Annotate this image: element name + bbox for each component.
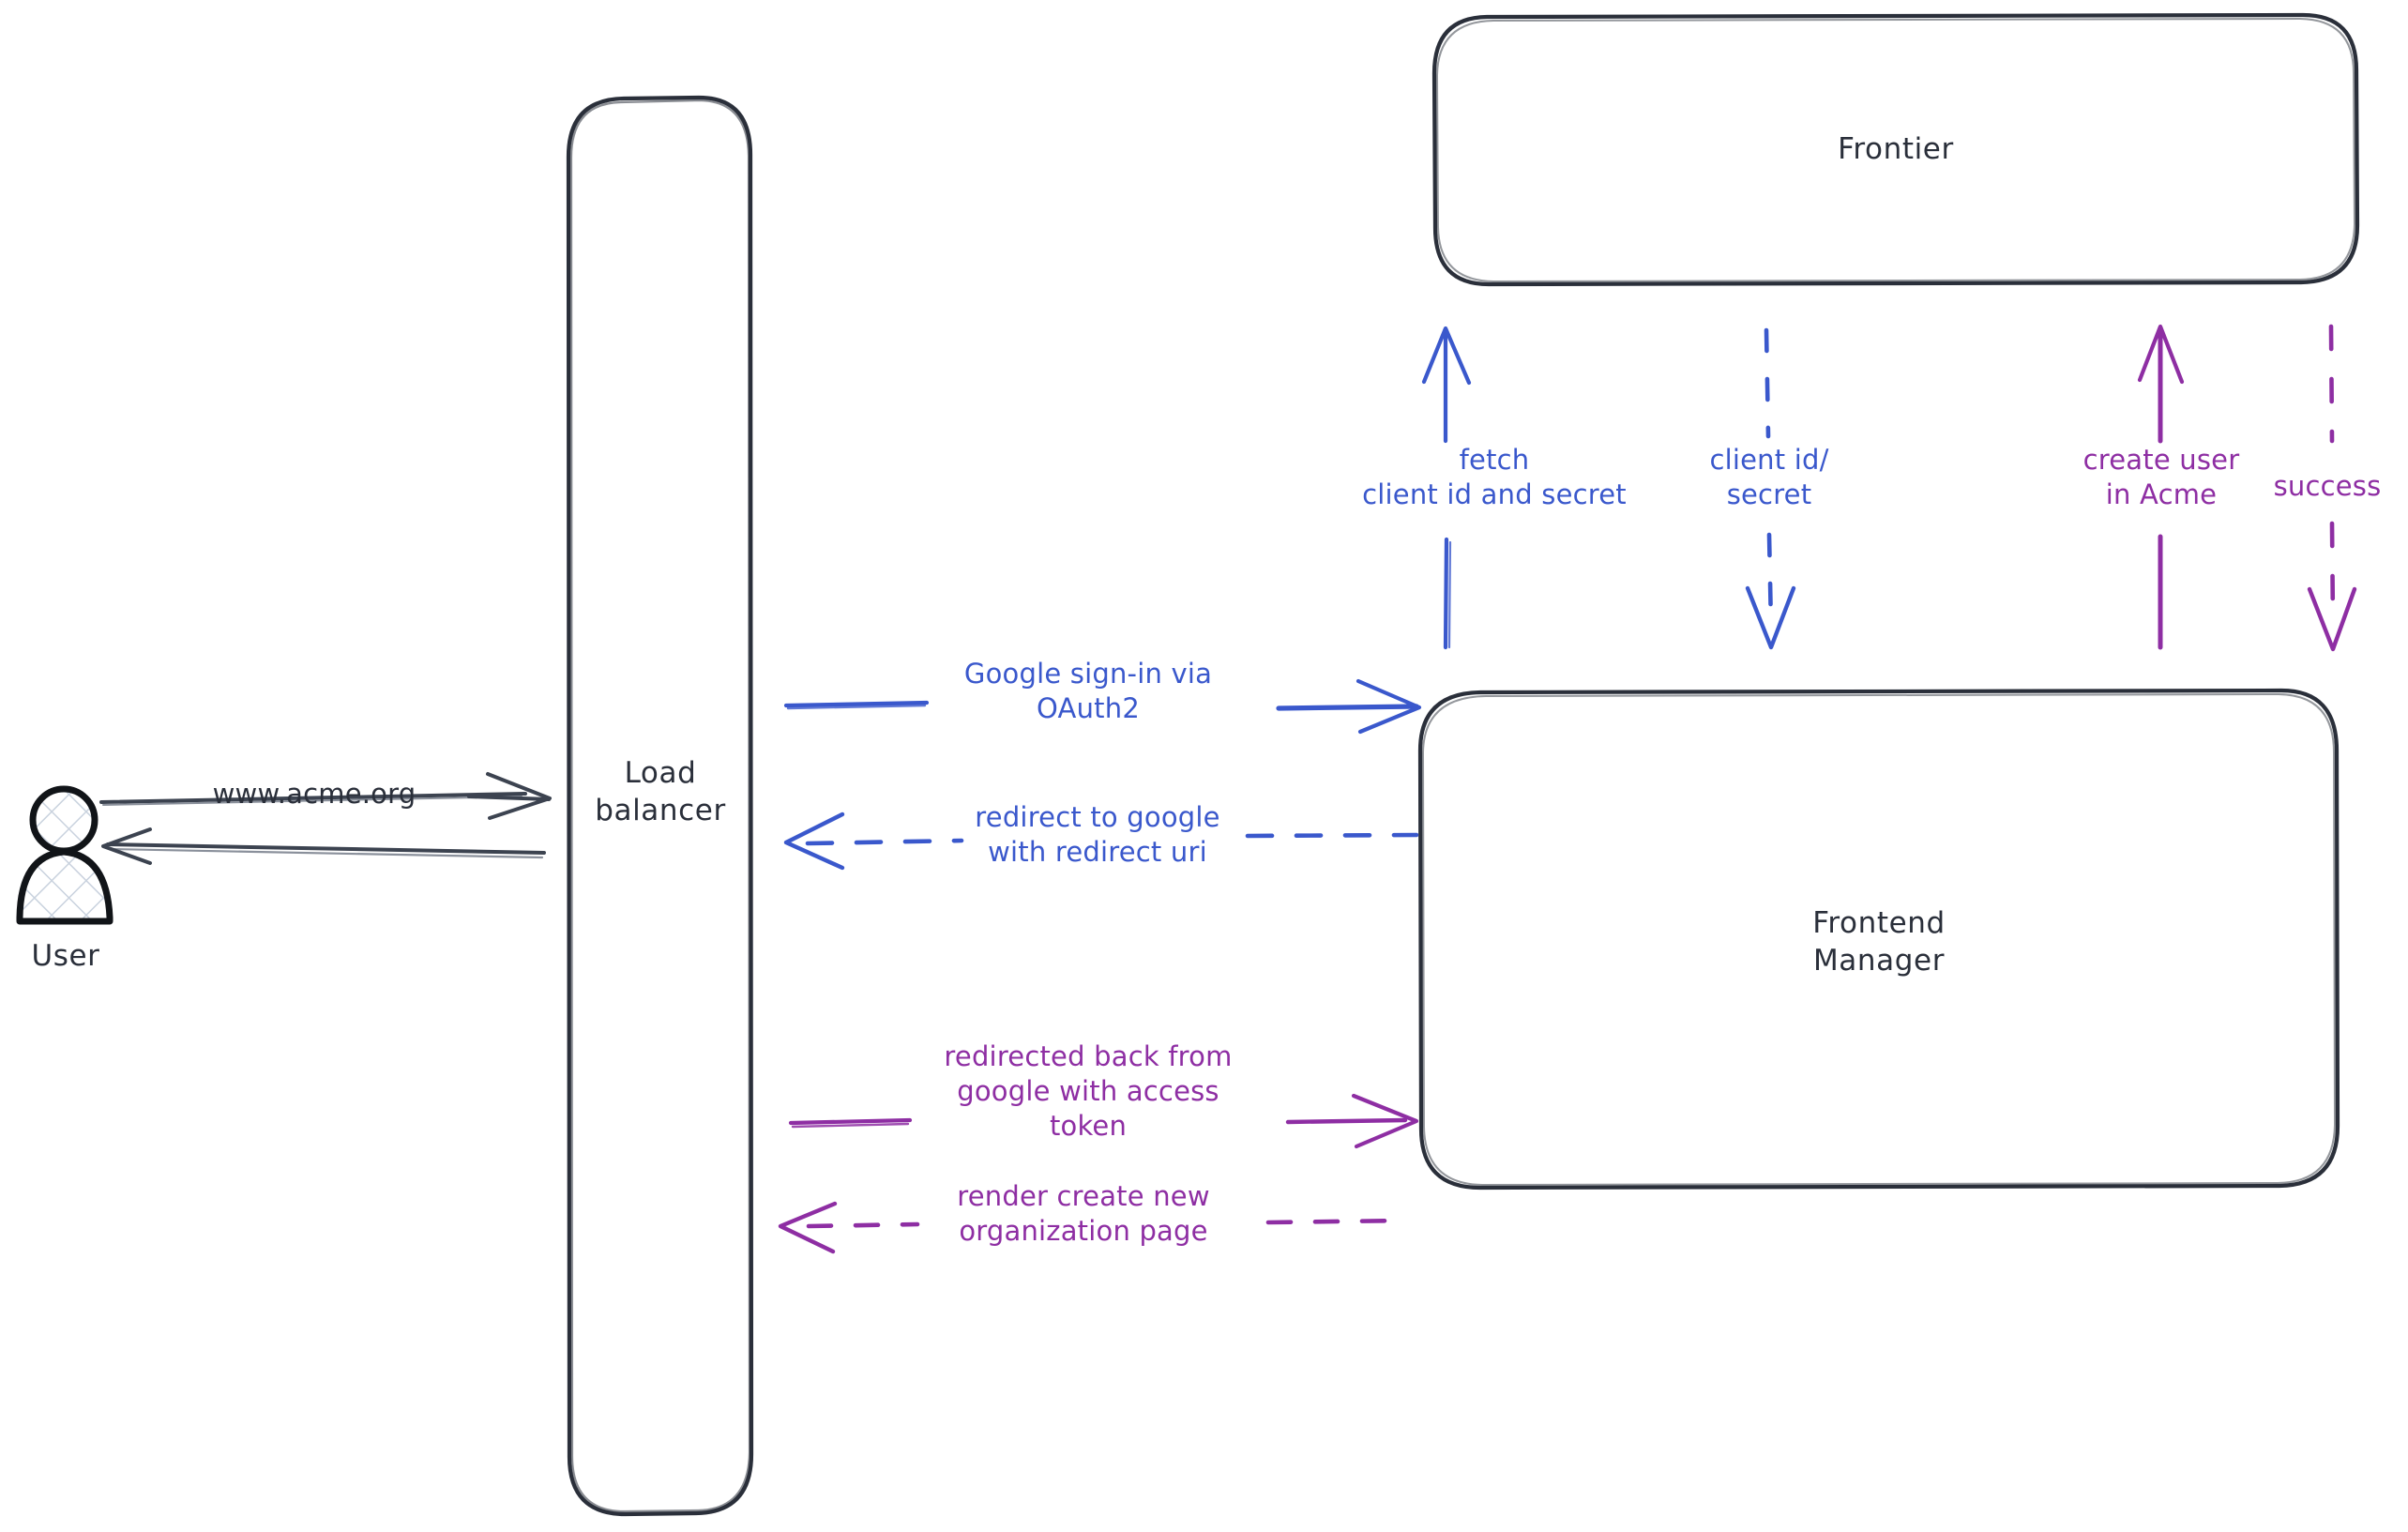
edge-frontier-to-fm-success bbox=[2307, 324, 2357, 652]
edge-fm-to-lb-redirect bbox=[783, 812, 1419, 871]
node-frontier[interactable] bbox=[1431, 12, 2360, 287]
edge-frontier-to-fm-creds bbox=[1745, 327, 1796, 650]
edge-fm-to-frontier-fetch bbox=[1421, 326, 1472, 650]
edge-user-to-lb bbox=[99, 772, 552, 820]
edge-lb-to-user bbox=[101, 827, 546, 865]
edge-fm-to-frontier-create bbox=[2137, 324, 2185, 650]
edge-fm-to-lb-render bbox=[778, 1201, 1408, 1254]
person-icon bbox=[16, 785, 114, 925]
node-load-balancer[interactable] bbox=[566, 95, 754, 1517]
edge-lb-to-fm-token bbox=[788, 1093, 1419, 1149]
edge-lb-to-fm-signin bbox=[783, 678, 1422, 735]
node-frontend-manager[interactable] bbox=[1417, 688, 2340, 1191]
